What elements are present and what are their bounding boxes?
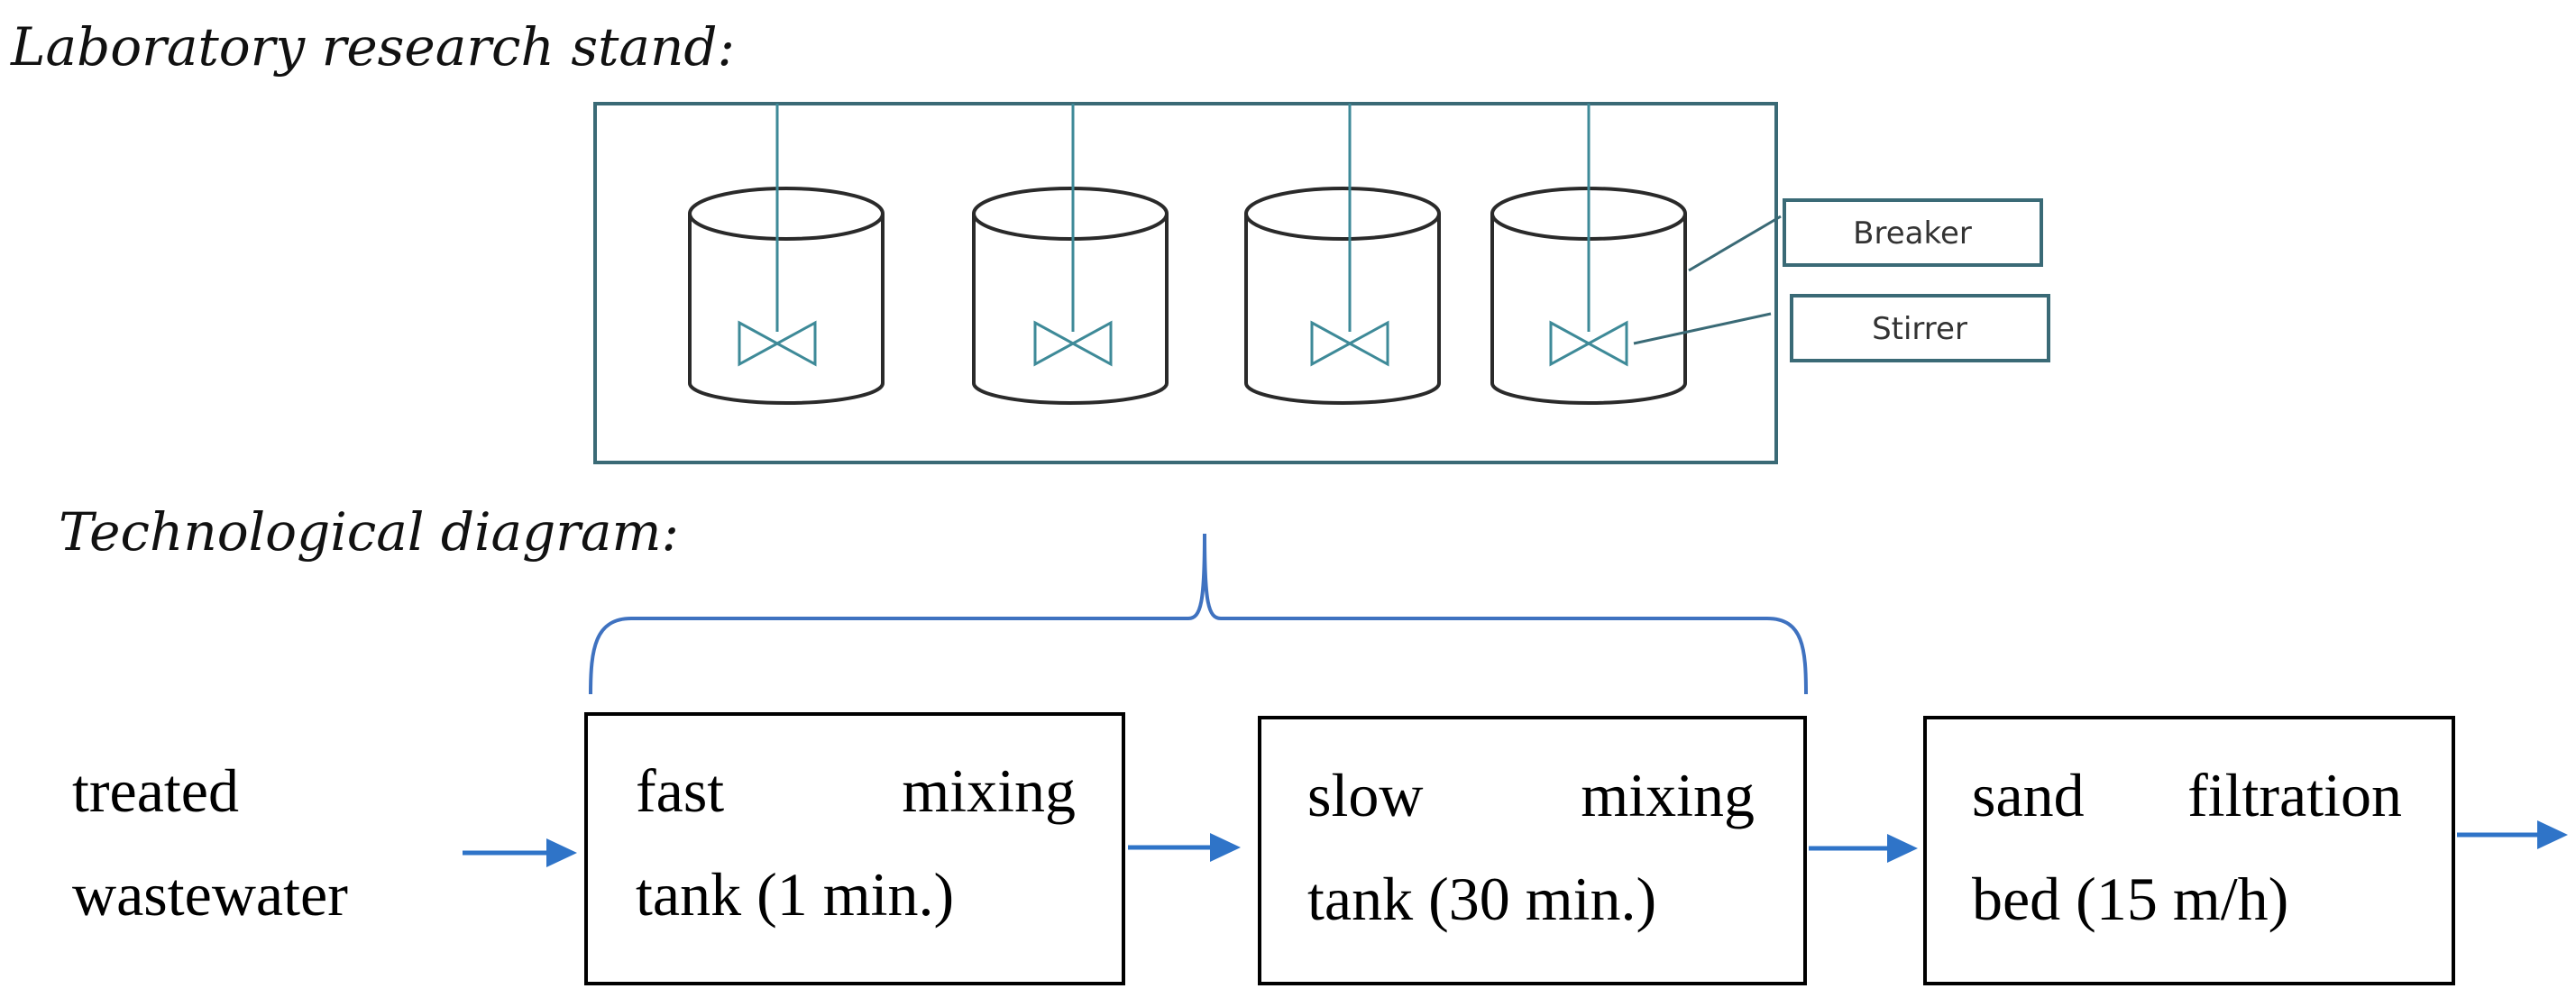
breaker-leader-line	[1688, 215, 1782, 272]
stirrer-3-impeller-icon	[1310, 320, 1389, 367]
step-1-line1-right: mixing	[902, 756, 1076, 825]
beaker-2-rim	[972, 187, 1169, 241]
sand-filtration-bed-box	[1923, 716, 2455, 985]
flow-arrow-4-head-icon	[2537, 820, 2568, 849]
stand-frame	[593, 102, 1778, 464]
step-1-line1-left: fast	[636, 756, 724, 825]
breaker-callout-label: Breaker	[1853, 215, 1972, 252]
stirrer-callout-label: Stirrer	[1872, 311, 1967, 347]
beaker-1-rim	[688, 187, 885, 241]
step-2-line2: tank (30 min.)	[1307, 865, 1656, 933]
step-3-line1-left: sand	[1972, 761, 2085, 829]
beaker-1	[688, 104, 885, 405]
beaker-2	[972, 104, 1169, 405]
stirrer-2-impeller-icon	[1033, 320, 1113, 367]
input-label-line2: wastewater	[72, 860, 348, 929]
beaker-3-body	[1244, 214, 1441, 405]
step-3-line2: bed (15 m/h)	[1972, 865, 2288, 933]
diagram-heading: Technological diagram:	[59, 501, 679, 563]
step-1-line2: tank (1 min.)	[636, 860, 954, 929]
flow-arrow-1-head-icon	[546, 838, 577, 867]
stirrer-1-impeller-icon	[738, 320, 817, 367]
grouping-brace	[589, 533, 1808, 695]
beaker-3-rim	[1244, 187, 1441, 241]
beaker-3	[1244, 104, 1441, 405]
beaker-4	[1490, 104, 1687, 405]
input-label-line1: treated	[72, 756, 239, 825]
flow-arrow-3-head-icon	[1887, 834, 1918, 863]
step-2-line1-right: mixing	[1581, 761, 1755, 829]
stirrer-4-impeller-icon	[1549, 320, 1628, 367]
stirrer-callout-box	[1790, 294, 2050, 362]
step-3-line1-right: filtration	[2187, 761, 2402, 829]
stand-heading: Laboratory research stand:	[10, 16, 735, 78]
flow-arrow-2-head-icon	[1210, 833, 1241, 862]
fast-mixing-tank-box	[584, 712, 1125, 985]
slow-mixing-tank-box	[1258, 716, 1807, 985]
breaker-callout-box	[1783, 198, 2043, 267]
beaker-2-body	[972, 214, 1169, 405]
step-2-line1-left: slow	[1307, 761, 1423, 829]
stirrer-leader-line	[1633, 312, 1772, 345]
beaker-1-body	[688, 214, 885, 405]
